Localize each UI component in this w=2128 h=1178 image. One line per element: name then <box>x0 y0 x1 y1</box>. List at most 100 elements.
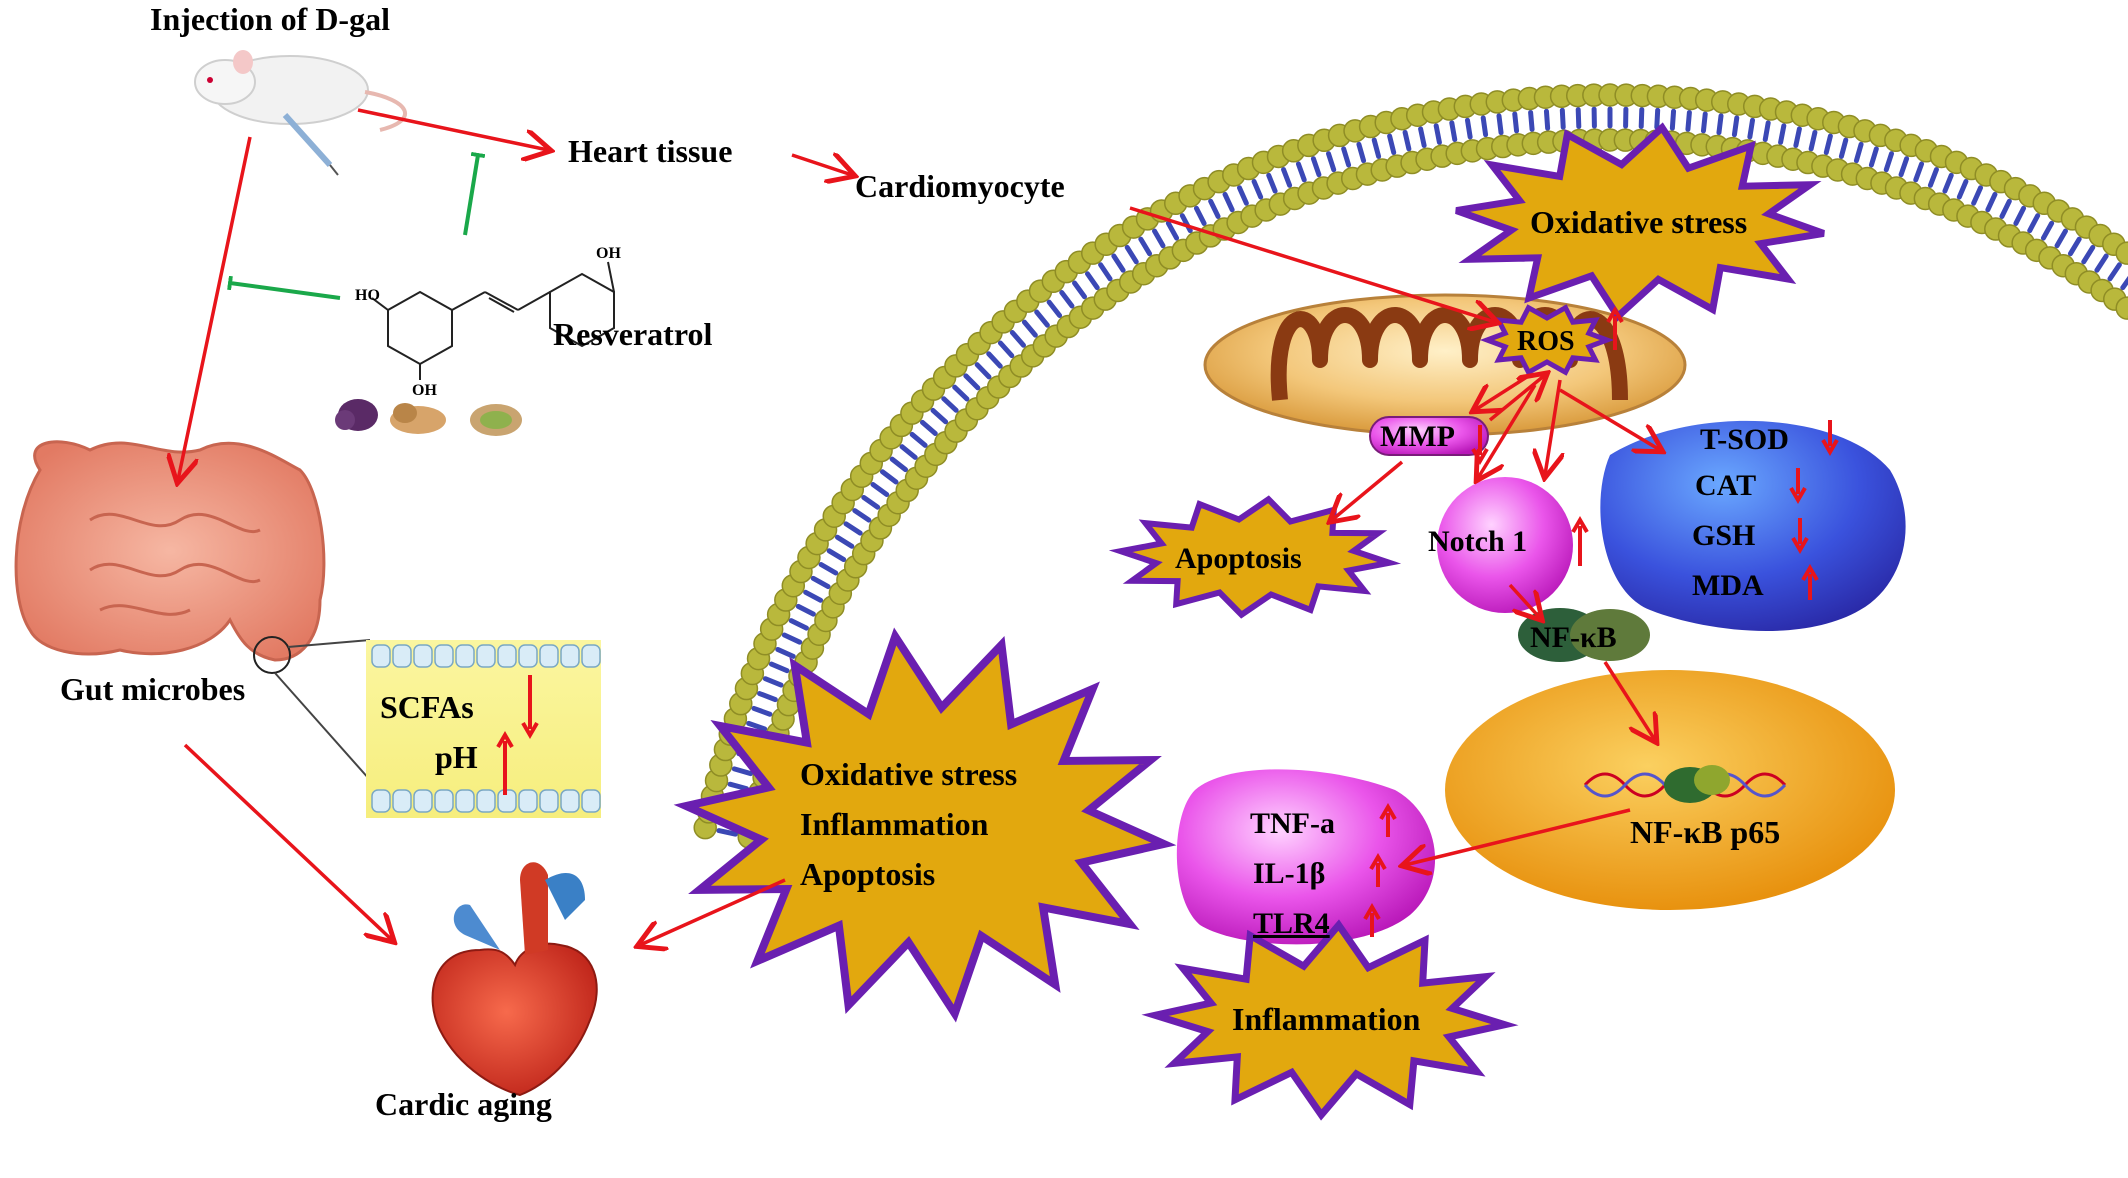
change-indicators <box>496 306 1839 937</box>
star-inflammation-bottom <box>1141 919 1519 1121</box>
villus <box>371 789 391 813</box>
big-oxidative-label: Oxidative stress <box>800 756 1017 792</box>
mda-up-arrowhead <box>1801 564 1819 582</box>
membrane-link <box>1838 137 1849 159</box>
tsod-down-arrowhead <box>1821 438 1839 456</box>
membrane-link <box>2067 236 2082 257</box>
membrane-link <box>1528 109 1535 132</box>
heart-illustration <box>431 862 598 1097</box>
villus <box>476 789 496 813</box>
ros-burst <box>1479 304 1615 376</box>
membrane-link <box>1449 120 1458 143</box>
red-arrows <box>178 108 1660 945</box>
membrane-link <box>1999 198 2012 219</box>
membrane-link <box>1638 107 1645 130</box>
membrane-link <box>2081 244 2096 265</box>
mouse-illustration <box>194 50 407 176</box>
membrane-link <box>1310 156 1322 178</box>
membrane-link <box>716 828 739 837</box>
villus <box>434 789 454 813</box>
membrane-link <box>889 456 909 473</box>
villus <box>455 644 475 668</box>
membrane-link <box>861 494 881 510</box>
membrane-link <box>1985 191 1998 213</box>
membrane-link <box>1823 133 1833 156</box>
membrane-link <box>1480 115 1489 138</box>
membrane-link <box>1793 126 1802 149</box>
villus <box>497 644 517 668</box>
membrane-link <box>1208 198 1221 219</box>
membrane-link <box>1496 113 1504 136</box>
tsod-label: T-SOD <box>1700 423 1789 456</box>
membrane-link <box>1165 220 1180 241</box>
membrane-link <box>974 362 992 380</box>
membrane-link <box>986 351 1003 369</box>
il1b-label: IL-1β <box>1253 857 1325 890</box>
oxidative-stress-top-label: Oxidative stress <box>1530 204 1747 240</box>
cat-down-arrowhead <box>1789 486 1807 504</box>
membrane-link <box>2107 262 2122 282</box>
membrane-link <box>1356 141 1367 164</box>
ph-label: pH <box>435 739 478 775</box>
membrane-link <box>952 384 970 402</box>
membrane-link <box>1927 167 1939 188</box>
membrane-link <box>768 661 790 674</box>
membrane-link <box>1251 178 1264 200</box>
membrane-link <box>1716 113 1724 136</box>
membrane-link <box>2027 213 2041 234</box>
ros-up-arrowhead <box>1606 306 1624 324</box>
gut-microbes-label: Gut microbes <box>60 671 245 707</box>
villus <box>518 789 538 813</box>
membrane-link <box>879 469 899 485</box>
membrane-link <box>788 618 809 631</box>
membrane-link <box>1034 309 1050 328</box>
gsh-down-arrowhead <box>1791 536 1809 554</box>
notch1-up-arrowhead <box>1571 516 1589 534</box>
membrane-link <box>1222 191 1235 213</box>
membrane-link <box>1371 137 1382 159</box>
membrane-link <box>1387 133 1397 156</box>
villus <box>518 644 538 668</box>
membrane-link <box>1236 185 1249 206</box>
membrane-bead <box>2115 296 2128 320</box>
villus <box>434 644 454 668</box>
scfas-down-arrowhead <box>521 721 539 739</box>
villus <box>539 644 559 668</box>
notch1-sphere <box>1437 477 1573 613</box>
membrane-link <box>843 521 863 536</box>
tlr4-label: TLR4 <box>1253 907 1330 940</box>
membrane-link <box>1009 329 1026 348</box>
membrane-link <box>930 407 949 425</box>
membrane-link <box>852 508 872 523</box>
oh-label-2: OH <box>596 245 621 262</box>
membrane-link <box>1325 151 1337 173</box>
membrane-link <box>757 691 778 703</box>
membrane-link <box>1193 205 1207 226</box>
membrane-link <box>1464 117 1473 140</box>
membrane-link <box>818 562 839 576</box>
star-big-summary <box>673 627 1177 1023</box>
membrane-link <box>2120 275 2128 291</box>
nfkb-label: NF-κB <box>1530 621 1617 654</box>
membrane-link <box>2054 228 2068 249</box>
mda-label: MDA <box>1692 569 1764 602</box>
ros-label: ROS <box>1517 326 1575 357</box>
membrane-link <box>775 646 796 659</box>
membrane-link <box>1685 109 1692 132</box>
membrane-link <box>919 419 938 436</box>
membrane-link <box>1942 172 1954 194</box>
heart-tissue-label: Heart tissue <box>568 133 732 169</box>
antioxidant-enzymes-blob <box>1600 420 1906 631</box>
nfkb-p65-label: NF-κB p65 <box>1630 814 1780 850</box>
membrane-link <box>1021 319 1038 338</box>
membrane-link <box>1747 117 1756 140</box>
membrane-link <box>795 603 816 617</box>
membrane-link <box>1543 108 1551 131</box>
membrane-link <box>1072 280 1088 300</box>
mmp-pill <box>1369 416 1489 456</box>
membrane-link <box>1913 161 1925 183</box>
cat-label: CAT <box>1695 469 1756 502</box>
il1b-up-arrowhead <box>1369 853 1387 871</box>
membrane-link <box>1152 228 1166 249</box>
nucleus <box>1445 670 1895 910</box>
